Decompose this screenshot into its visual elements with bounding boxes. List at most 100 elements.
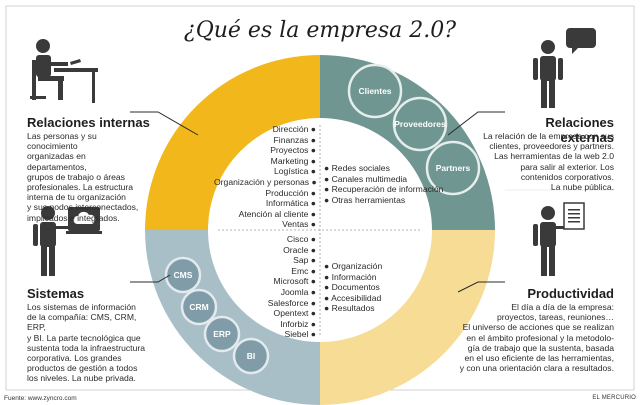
body-productivity: El día a día de la empresa: proyectos, t… xyxy=(455,302,614,373)
page-title: ¿Qué es la empresa 2.0? xyxy=(183,18,457,43)
donut-ring xyxy=(145,55,495,405)
list-item: ● Información xyxy=(324,271,377,282)
person-desk-icon xyxy=(30,39,98,103)
list-item: Emc ● xyxy=(291,265,316,276)
list-item: Joomla ● xyxy=(280,286,316,297)
heading-systems: Sistemas xyxy=(27,286,85,301)
bubbles-external: Clientes Proveedores Partners xyxy=(347,63,481,196)
list-item: Organización y personas ● xyxy=(214,176,317,187)
body-internal: Las personas y su conocimiento organizad… xyxy=(27,131,139,223)
text-line: grupos de trabajo o áreas xyxy=(27,171,125,182)
connector-lines xyxy=(130,111,505,293)
speaking-man-icon xyxy=(533,28,596,108)
body-external: La relación de la empresa con sus client… xyxy=(478,131,614,192)
list-item: ● Recuperación de información xyxy=(324,184,444,195)
text-line: proyectos, tareas, reuniones… xyxy=(496,312,614,323)
text-line: organizadas en departamentos, xyxy=(27,151,87,172)
source-note: Fuente: www.zyncro.com xyxy=(4,395,77,402)
list-item: Finanzas ● xyxy=(273,134,316,145)
connector-external xyxy=(447,111,505,136)
list-item: Ventas ● xyxy=(282,219,316,230)
text-line: y con una orientación clara a resultados… xyxy=(459,363,614,374)
list-item: Proyectos ● xyxy=(270,145,316,156)
quadrant-bottom-right xyxy=(320,230,495,405)
text-line: implicados e integrados. xyxy=(27,212,120,223)
text-line: en el ámbito profesional y la metodolo- xyxy=(466,332,614,343)
bubble-partners xyxy=(425,140,481,196)
list-top-left: Dirección ● Finanzas ● Proyectos ● Marke… xyxy=(214,124,317,230)
bubble-label: Proveedores xyxy=(394,119,446,129)
bubble-erp xyxy=(203,315,241,353)
list-item: ● Canales multimedia xyxy=(324,173,408,184)
text-line: gía de trabajo que la sustenta, basada xyxy=(467,342,614,353)
text-line: La nube pública. xyxy=(550,182,614,193)
list-item: Informática ● xyxy=(265,198,316,209)
list-item: Inforbiz ● xyxy=(280,318,316,329)
list-item: ● Resultados xyxy=(324,303,375,314)
list-item: Sap ● xyxy=(293,255,316,266)
list-item: Marketing ● xyxy=(270,155,316,166)
text-line: para salir al exterior. Los xyxy=(520,161,614,172)
list-item: ● Organización xyxy=(324,261,383,271)
laptop-cloud-icon xyxy=(33,206,102,276)
list-item: Microsoft ● xyxy=(273,276,316,287)
bubble-crm xyxy=(180,288,218,326)
text-line: de la compañía: CMS, CRM, ERP, xyxy=(27,312,137,333)
bubble-label: Clientes xyxy=(358,86,391,96)
text-line: corporativa. Los grandes xyxy=(27,353,122,364)
list-item: ● Redes sociales xyxy=(324,163,390,173)
man-document-icon xyxy=(533,202,585,276)
text-line: La relación de la empresa con sus xyxy=(483,131,614,141)
bubble-label: BI xyxy=(247,351,256,361)
list-item: Salesforce ● xyxy=(267,297,316,308)
list-item: Producción ● xyxy=(265,187,316,198)
publisher-credit: EL MERCURIO xyxy=(592,395,636,401)
quadrant-top-left xyxy=(145,55,320,230)
list-item: ● Accesibilidad xyxy=(324,292,382,303)
text-line: interna de tu organización xyxy=(27,192,126,203)
text-line: profesionales. La estructura xyxy=(27,182,134,193)
body-systems: Los sistemas de información de la compañ… xyxy=(27,302,157,384)
heading-external: Relaciones externas xyxy=(545,115,614,145)
list-item: Oracle ● xyxy=(283,244,316,255)
text-line: sustenta toda la infraestructura xyxy=(27,342,145,353)
list-item: Opentext ● xyxy=(273,308,316,319)
bubble-proveedores xyxy=(392,96,448,152)
bubble-label: Partners xyxy=(436,163,471,173)
list-item: Logística ● xyxy=(274,166,316,177)
list-item: ● Otras herramientas xyxy=(324,194,406,205)
text-line: productos de gestión a todos xyxy=(27,363,138,374)
list-item: Dirección ● xyxy=(272,124,316,134)
bubble-label: CMS xyxy=(174,270,193,280)
text-line: clientes, proveedores y partners. xyxy=(489,141,614,152)
list-item: Siebel ● xyxy=(284,329,316,340)
text-line: y BI. La parte tecnológica que xyxy=(27,332,141,343)
list-item: Cisco ● xyxy=(286,234,316,244)
connector-internal xyxy=(130,111,199,136)
heading-productivity: Productividad xyxy=(527,286,614,301)
bubble-bi xyxy=(232,337,270,375)
text-line: Los sistemas de información xyxy=(27,302,136,312)
text-line: los niveles. La nube privada. xyxy=(27,373,136,384)
bubble-label: CRM xyxy=(189,302,208,312)
text-line: El universo de acciones que se realizan xyxy=(462,322,614,333)
list-item: Atención al cliente ● xyxy=(238,208,316,219)
bubbles-systems: CMS CRM ERP BI xyxy=(164,256,270,375)
bubble-label: ERP xyxy=(213,329,231,339)
text-line: Las personas y su conocimiento xyxy=(27,131,97,152)
text-line: Las herramientas de la web 2.0 xyxy=(494,151,614,162)
heading-internal: Relaciones internas xyxy=(27,115,150,130)
list-bottom-left: Cisco ● Oracle ● Sap ● Emc ● Microsoft ●… xyxy=(236,234,316,340)
connector-productivity xyxy=(457,281,505,293)
list-item: ● Documentos xyxy=(324,282,380,293)
text-line: contenidos corporativos. xyxy=(520,171,614,182)
connector-systems xyxy=(130,274,171,283)
bubble-clientes xyxy=(347,63,403,119)
list-top-right: ● Redes sociales ● Canales multimedia ● … xyxy=(324,163,444,205)
bubble-cms xyxy=(164,256,202,294)
text-line: y sus nodos interconectados, xyxy=(27,202,139,213)
list-bottom-right: ● Organización ● Información ● Documento… xyxy=(324,261,414,314)
text-line: El día a día de la empresa: xyxy=(511,302,614,312)
